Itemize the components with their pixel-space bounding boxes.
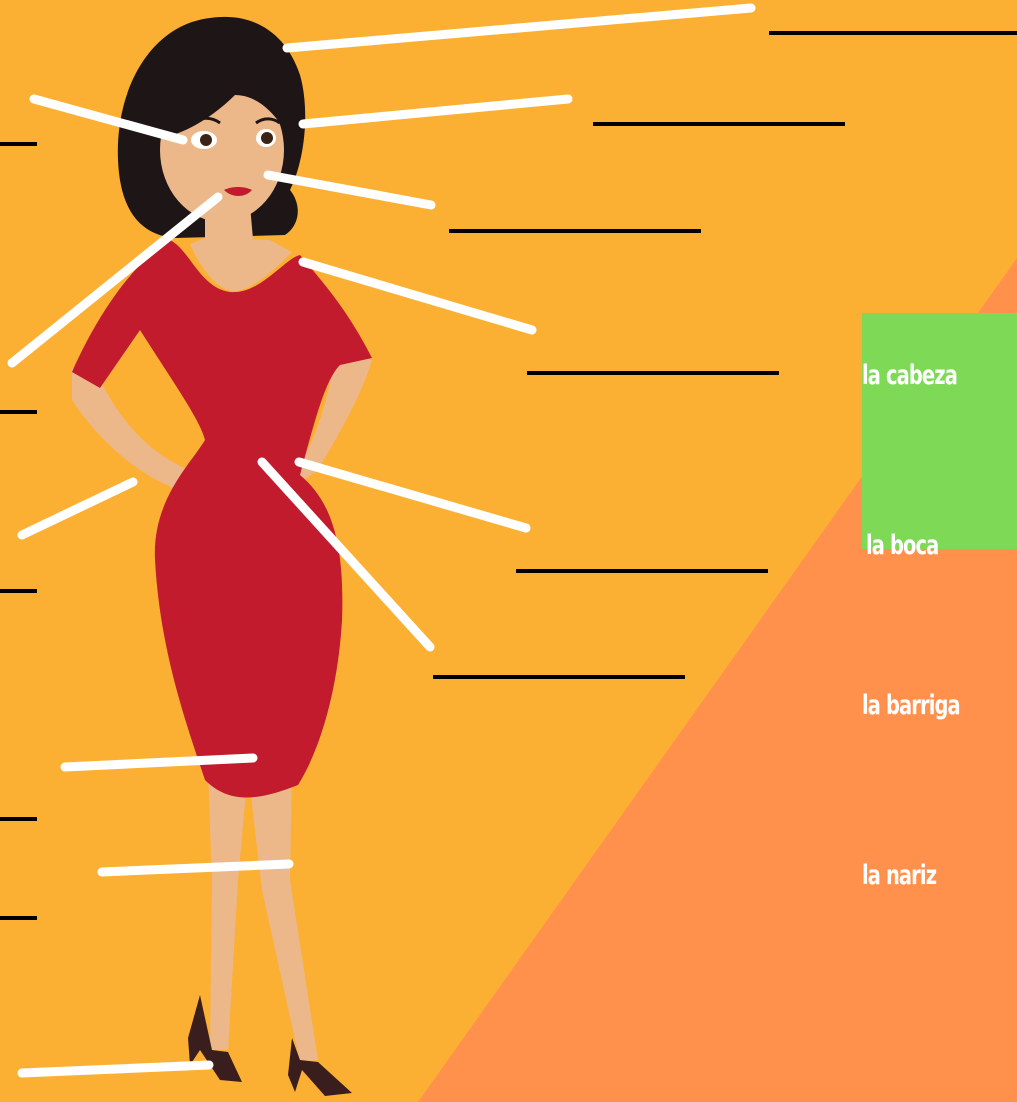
word-la-nariz[interactable]: la nariz bbox=[862, 860, 936, 891]
right-leg bbox=[248, 770, 318, 1062]
word-bank-words: la cabeza la boca la barriga la nariz bbox=[862, 0, 1017, 1102]
left-pupil bbox=[200, 134, 212, 146]
pointer-line bbox=[22, 482, 133, 535]
word-la-cabeza[interactable]: la cabeza bbox=[862, 360, 957, 391]
woman-figure bbox=[72, 17, 372, 1096]
pointer-line bbox=[299, 462, 526, 528]
pointer-line bbox=[303, 99, 568, 124]
word-la-barriga[interactable]: la barriga bbox=[862, 690, 960, 721]
word-la-boca[interactable]: la boca bbox=[866, 530, 938, 561]
red-dress bbox=[72, 240, 372, 798]
pointer-line bbox=[22, 1065, 209, 1073]
right-pupil bbox=[261, 132, 273, 144]
left-leg bbox=[208, 770, 248, 1050]
pointer-line bbox=[287, 8, 751, 48]
